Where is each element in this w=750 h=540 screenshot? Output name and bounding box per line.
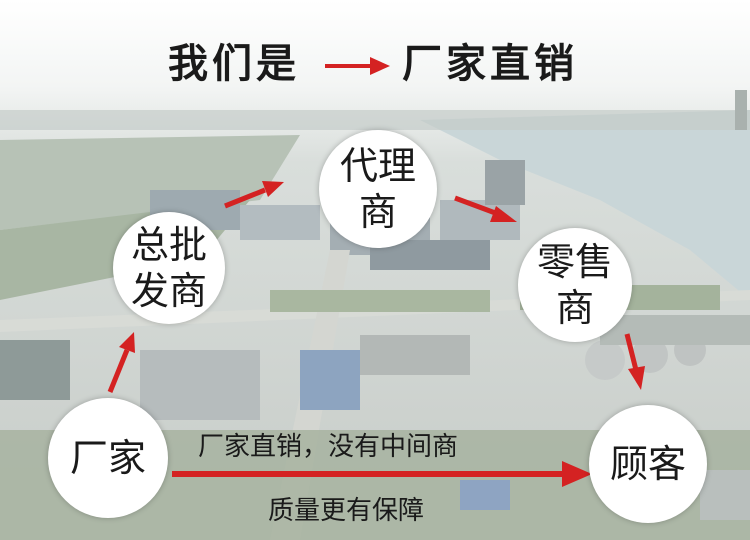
node-retailer-label: 零售商 bbox=[536, 240, 613, 330]
flow-arrows bbox=[107, 57, 645, 487]
title-right: 厂家直销 bbox=[402, 41, 578, 87]
caption-quality: 质量更有保障 bbox=[268, 496, 425, 526]
node-factory-label: 厂家 bbox=[69, 436, 146, 480]
node-factory: 厂家 bbox=[48, 398, 168, 518]
node-customer: 顾客 bbox=[589, 405, 707, 523]
node-agent-label: 代理商 bbox=[339, 144, 416, 234]
caption-direct-sales: 厂家直销，没有中间商 bbox=[198, 432, 459, 462]
node-wholesaler: 总批发商 bbox=[113, 212, 225, 324]
node-agent: 代理商 bbox=[319, 130, 437, 248]
node-wholesaler-label: 总批发商 bbox=[130, 223, 207, 313]
title-left: 我们是 bbox=[168, 41, 300, 87]
node-customer-label: 顾客 bbox=[609, 442, 686, 486]
node-retailer: 零售商 bbox=[518, 228, 632, 342]
